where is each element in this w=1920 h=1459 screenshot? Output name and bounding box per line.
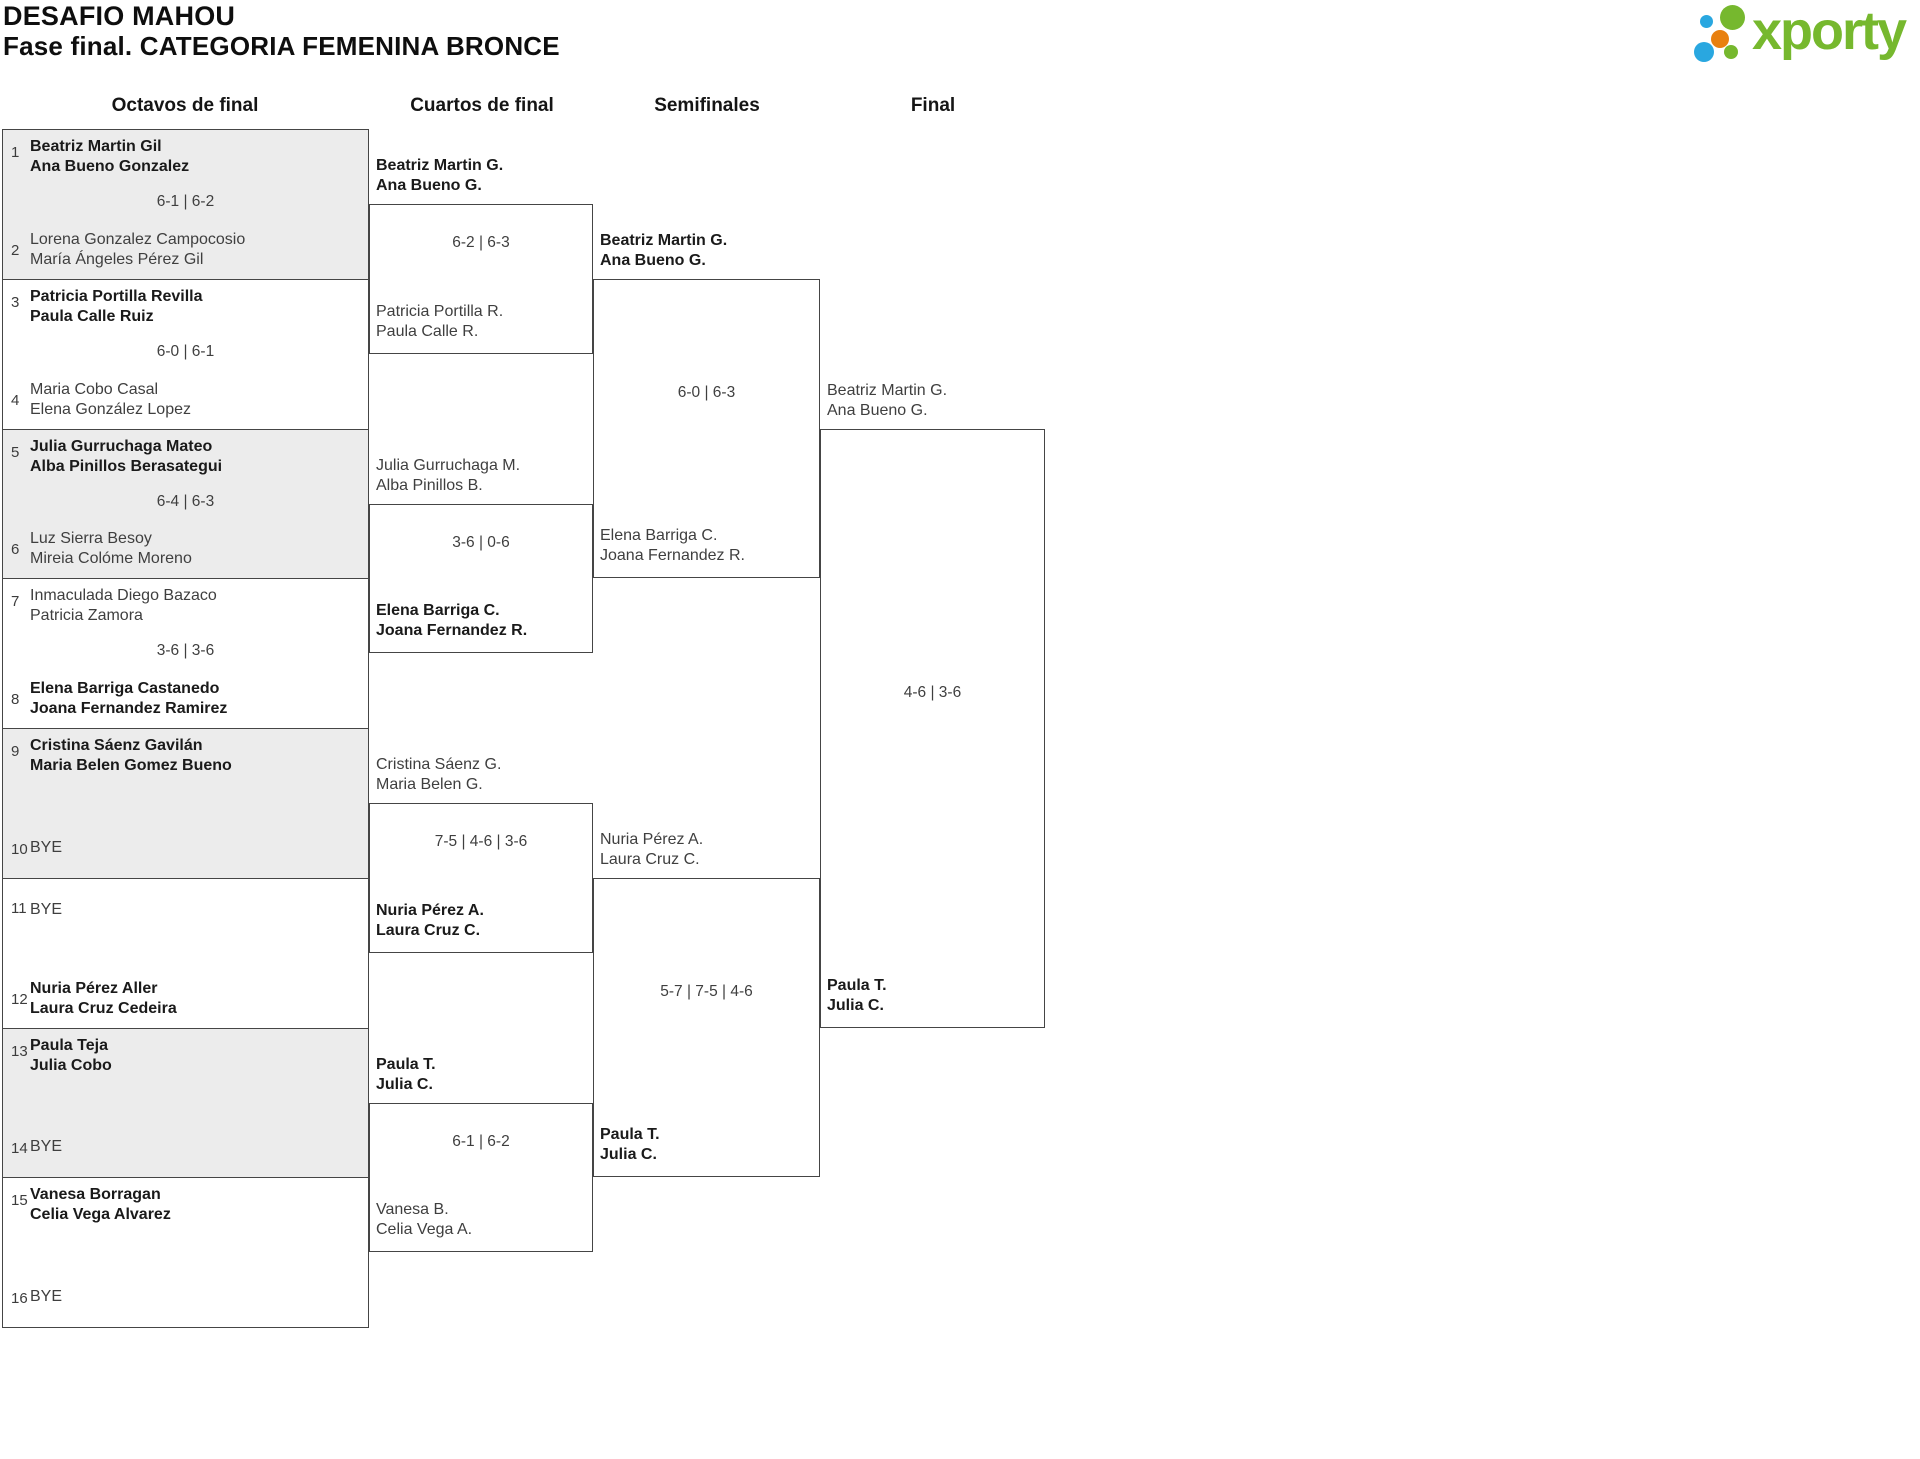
seed-number: 11 <box>11 900 27 917</box>
seed-number: 4 <box>11 392 20 409</box>
bye-label: BYE <box>30 1138 63 1155</box>
match-connector-box-semifinal <box>593 878 820 1177</box>
seed-number: 15 <box>11 1192 28 1209</box>
match-connector-box-semifinal <box>593 279 820 578</box>
page-subtitle: Fase final. CATEGORIA FEMENINA BRONCE <box>3 31 560 61</box>
seed-number: 2 <box>11 242 20 259</box>
entrant-name: Nuria Pérez A.Laura Cruz C. <box>600 831 704 868</box>
seed-number: 7 <box>11 593 20 610</box>
match-score: 6-2 | 6-3 <box>452 234 510 251</box>
entrant-name: Paula T.Julia C. <box>827 977 887 1014</box>
bye-label: BYE <box>30 1288 63 1305</box>
entrant-name: Cristina Sáenz G.Maria Belen G. <box>376 756 502 793</box>
entrant-name: Nuria Pérez A.Laura Cruz C. <box>376 902 484 939</box>
seed-number: 5 <box>11 444 20 461</box>
match-connector-box-cuartos <box>369 1103 593 1252</box>
entrant-name: Beatriz Martin G.Ana Bueno G. <box>600 232 728 269</box>
match-score: 6-0 | 6-3 <box>677 384 736 401</box>
match-connector-box-cuartos <box>369 504 593 653</box>
round-header-semifinales: Semifinales <box>654 95 760 116</box>
match-score: 6-0 | 6-1 <box>156 343 215 360</box>
entrant-name: Paula T.Julia C. <box>600 1126 660 1163</box>
logo-dot-orange-icon <box>1711 30 1729 48</box>
match-score: 6-4 | 6-3 <box>156 493 215 510</box>
seed-number: 13 <box>11 1043 28 1060</box>
match-score: 6-1 | 6-2 <box>156 193 215 210</box>
logo-dot-green-large-icon <box>1720 5 1745 30</box>
entrant-name: Patricia Portilla R.Paula Calle R. <box>376 303 504 340</box>
entrant-name: Beatriz Martin G.Ana Bueno G. <box>376 157 504 194</box>
match-score: 4-6 | 3-6 <box>903 684 962 701</box>
seed-number: 12 <box>11 991 28 1008</box>
entrant-name: Beatriz Martin G.Ana Bueno G. <box>827 382 948 419</box>
logo-dot-green-small-icon <box>1724 45 1738 59</box>
seed-number: 16 <box>11 1290 28 1307</box>
round-header-cuartos: Cuartos de final <box>410 95 554 116</box>
seed-number: 9 <box>11 743 20 760</box>
bye-label: BYE <box>30 839 63 856</box>
match-score: 3-6 | 3-6 <box>156 642 215 659</box>
seed-number: 1 <box>11 144 20 161</box>
seed-number: 14 <box>11 1140 28 1157</box>
seed-number: 6 <box>11 541 20 558</box>
entrant-name: Julia Gurruchaga M.Alba Pinillos B. <box>376 457 521 494</box>
seed-number: 10 <box>11 841 28 858</box>
page-title: DESAFIO MAHOU <box>3 1 236 31</box>
entrant-name: Vanesa B.Celia Vega A. <box>376 1201 473 1238</box>
xporty-logo-text: xporty <box>1752 1 1907 61</box>
logo-dot-blue-small-icon <box>1700 15 1713 28</box>
seed-number: 8 <box>11 691 20 708</box>
xporty-logo[interactable]: xporty <box>1690 0 1920 80</box>
entrant-name: Paula T.Julia C. <box>376 1056 436 1093</box>
match-connector-box-final <box>820 429 1045 1028</box>
match-score: 7-5 | 4-6 | 3-6 <box>434 833 528 850</box>
round-header-octavos: Octavos de final <box>111 95 259 116</box>
logo-dot-blue-large-icon <box>1694 42 1714 62</box>
entrant-name: Elena Barriga C.Joana Fernandez R. <box>600 527 745 564</box>
round-header-final: Final <box>910 95 956 116</box>
match-score: 3-6 | 0-6 <box>452 534 510 551</box>
match-score: 6-1 | 6-2 <box>452 1133 510 1150</box>
match-connector-box-cuartos <box>369 803 593 953</box>
bye-label: BYE <box>30 901 63 918</box>
match-score: 5-7 | 7-5 | 4-6 <box>660 983 753 1000</box>
seed-number: 3 <box>11 294 20 311</box>
entrant-name: Elena Barriga C.Joana Fernandez R. <box>376 602 528 639</box>
match-connector-box-cuartos <box>369 204 593 354</box>
